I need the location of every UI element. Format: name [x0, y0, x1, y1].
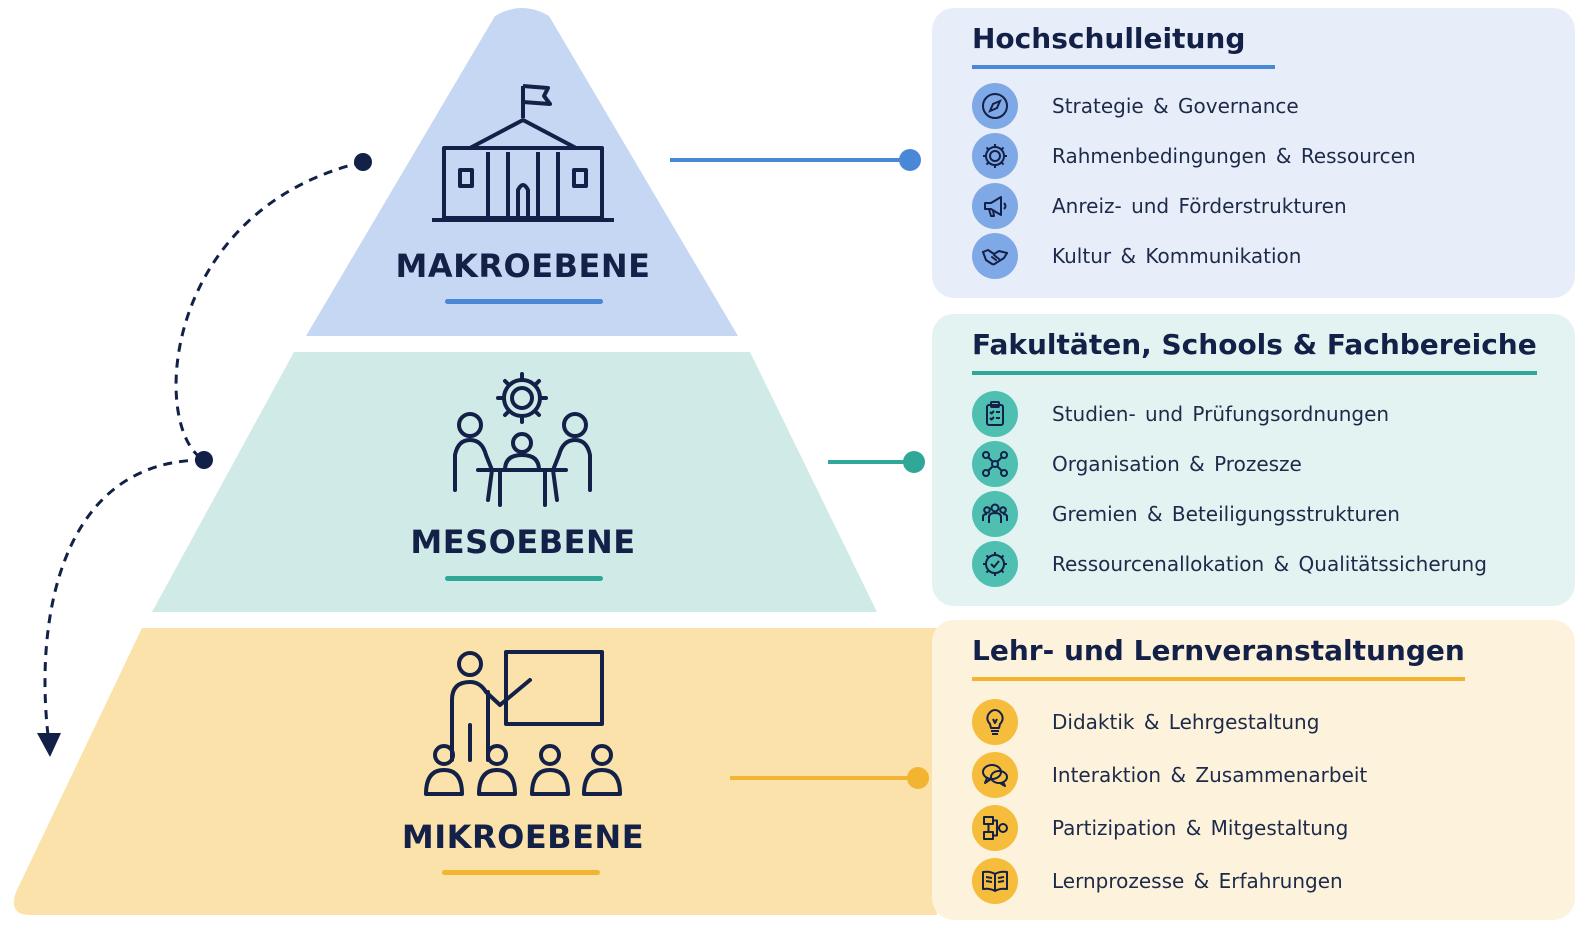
panel-item: Organisation & Prozesze: [972, 439, 1575, 489]
panel-list-makro: Strategie & Governance Rahmenbedingungen…: [972, 81, 1575, 281]
pyramid-tier-meso: [152, 352, 877, 612]
level-underline-mikro: [442, 870, 600, 875]
panel-item: Rahmenbedingungen & Ressourcen: [972, 131, 1575, 181]
lightbulb-icon: [972, 698, 1018, 745]
panel-item-label: Partizipation & Mitgestaltung: [1052, 815, 1349, 840]
university-building-icon: [432, 84, 614, 222]
level-label-meso: MESOEBENE: [410, 523, 636, 561]
panel-item-label: Rahmenbedingungen & Ressourcen: [1052, 144, 1416, 168]
network-nodes-icon: [972, 441, 1018, 487]
dashed-arrow-makro-to-meso: [174, 160, 364, 462]
panel-item-label: Gremien & Beteiligungsstrukturen: [1052, 502, 1400, 526]
level-underline-makro: [445, 299, 603, 304]
panel-item: Gremien & Beteiligungsstrukturen: [972, 489, 1575, 539]
panel-item-label: Studien- und Prüfungsordnungen: [1052, 402, 1390, 426]
connector-makro-dot: [899, 149, 921, 171]
arrow-head: [37, 733, 61, 757]
panel-title-meso: Fakultäten, Schools & Fachbereiche: [972, 328, 1537, 375]
panel-item: Didaktik & Lehrgestaltung: [972, 695, 1575, 748]
panel-meso: Fakultäten, Schools & Fachbereiche Studi…: [932, 314, 1575, 606]
panel-item-label: Interaktion & Zusammenarbeit: [1052, 762, 1368, 787]
level-underline-meso: [445, 576, 603, 581]
teacher-classroom-icon: [424, 650, 622, 796]
gear-icon: [972, 133, 1018, 179]
panel-list-mikro: Didaktik & Lehrgestaltung Interaktion & …: [972, 695, 1575, 907]
connector-mikro-dot: [907, 767, 929, 789]
megaphone-icon: [972, 183, 1018, 229]
pyramid-tier-makro: [306, 8, 738, 336]
pyramid-tier-mikro: [13, 628, 938, 915]
panel-list-meso: Studien- und Prüfungsordnungen Organisat…: [972, 389, 1575, 589]
handshake-icon: [972, 233, 1018, 279]
panel-mikro: Lehr- und Lernveranstaltungen Didaktik &…: [932, 620, 1575, 920]
connector-meso-dot: [903, 451, 925, 473]
panel-item-label: Strategie & Governance: [1052, 94, 1299, 118]
chat-bubbles-icon: [972, 751, 1018, 798]
people-group-icon: [972, 491, 1018, 537]
panel-item-label: Anreiz- und Förderstrukturen: [1052, 194, 1347, 218]
panel-item-label: Organisation & Prozesze: [1052, 452, 1302, 476]
panel-title-mikro: Lehr- und Lernveranstaltungen: [972, 634, 1465, 681]
panel-item: Interaktion & Zusammenarbeit: [972, 748, 1575, 801]
panel-item: Kultur & Kommunikation: [972, 231, 1575, 281]
compass-icon: [972, 83, 1018, 129]
panel-item: Ressourcenallokation & Qualitätssicherun…: [972, 539, 1575, 589]
panel-makro: Hochschulleitung Strategie & Governance …: [932, 8, 1575, 298]
panel-item: Anreiz- und Förderstrukturen: [972, 181, 1575, 231]
process-flow-icon: [972, 804, 1018, 851]
panel-item-label: Ressourcenallokation & Qualitätssicherun…: [1052, 552, 1487, 576]
panel-item-label: Lernprozesse & Erfahrungen: [1052, 868, 1343, 893]
team-meeting-gear-icon: [453, 372, 592, 507]
gear-check-icon: [972, 541, 1018, 587]
panel-item: Partizipation & Mitgestaltung: [972, 801, 1575, 854]
panel-item: Studien- und Prüfungsordnungen: [972, 389, 1575, 439]
clipboard-checklist-icon: [972, 391, 1018, 437]
panel-title-makro: Hochschulleitung: [972, 22, 1276, 69]
arrow-start-dot: [354, 153, 372, 171]
level-label-makro: MAKROEBENE: [395, 247, 651, 285]
level-label-mikro: MIKROEBENE: [401, 818, 645, 856]
panel-item-label: Didaktik & Lehrgestaltung: [1052, 709, 1320, 734]
panel-item: Strategie & Governance: [972, 81, 1575, 131]
dashed-arrow-meso-to-mikro: [43, 458, 205, 736]
open-book-icon: [972, 857, 1018, 904]
panel-item: Lernprozesse & Erfahrungen: [972, 854, 1575, 907]
panel-item-label: Kultur & Kommunikation: [1052, 244, 1302, 268]
